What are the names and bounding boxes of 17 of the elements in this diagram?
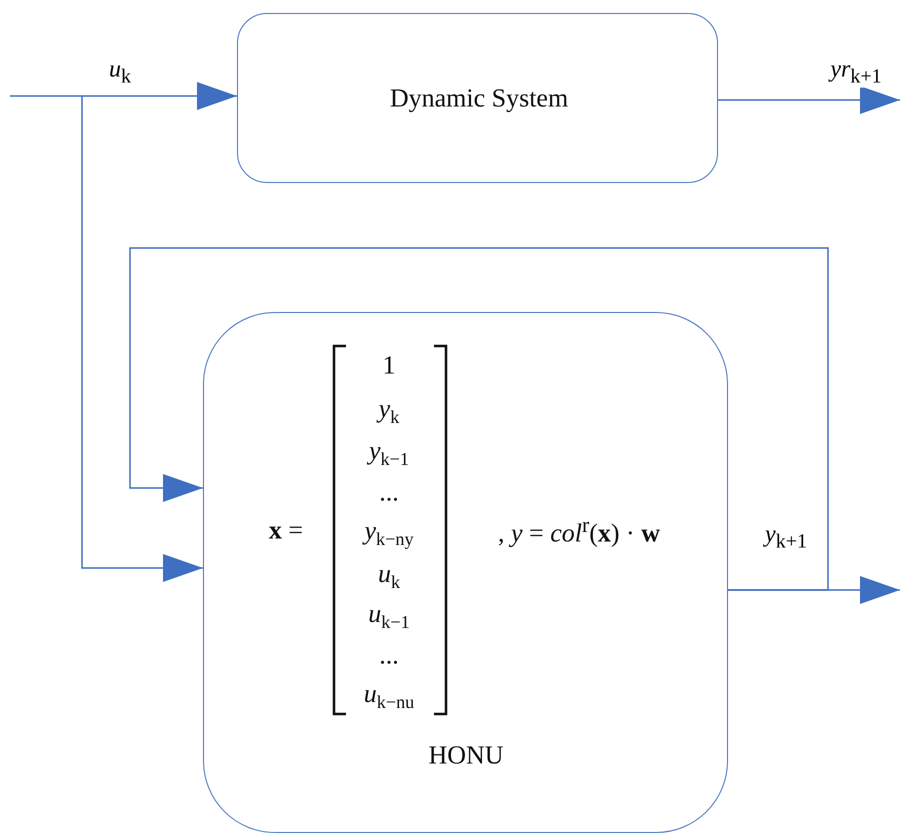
- arrow: [129, 247, 829, 591]
- matrix-entry: 1: [382, 352, 396, 380]
- matrix-entry: y$_{k−1}$: [369, 436, 409, 470]
- process-box: [237, 13, 718, 183]
- matrix-entry: ...: [379, 642, 399, 670]
- arrow: [718, 86, 900, 114]
- math-text: , y = col$^{r}$(x) · w: [498, 514, 660, 548]
- arrow: [10, 82, 237, 110]
- block-label: Dynamic System: [390, 84, 568, 114]
- process-box: [203, 312, 728, 833]
- matrix-entry: ...: [379, 478, 399, 508]
- matrix-entry: u$_{k}$: [378, 560, 400, 592]
- matrix-entry: u$_{k−1}$: [368, 600, 410, 632]
- arrow: [81, 96, 203, 582]
- block-label: HONU: [428, 742, 504, 770]
- math-text: x =: [268, 516, 304, 546]
- matrix-entry: y$_{k}$: [378, 394, 400, 428]
